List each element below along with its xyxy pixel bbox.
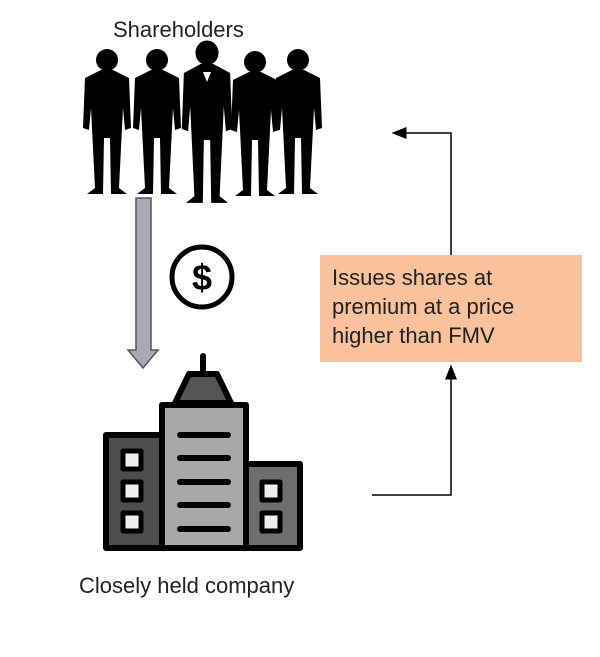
issue-arrow-lower xyxy=(372,364,457,496)
office-building-icon xyxy=(103,353,303,551)
money-flow-arrow xyxy=(126,197,160,370)
shareholders-label: Shareholders xyxy=(113,17,244,42)
dollar-icon: $ xyxy=(169,244,235,310)
company-label: Closely held company xyxy=(79,573,295,598)
issue-arrow-upper xyxy=(391,127,452,255)
share-issue-note: Issues shares at premium at a price high… xyxy=(320,255,582,362)
shareholders-silhouette-icon xyxy=(83,40,322,203)
svg-text:$: $ xyxy=(192,257,212,298)
